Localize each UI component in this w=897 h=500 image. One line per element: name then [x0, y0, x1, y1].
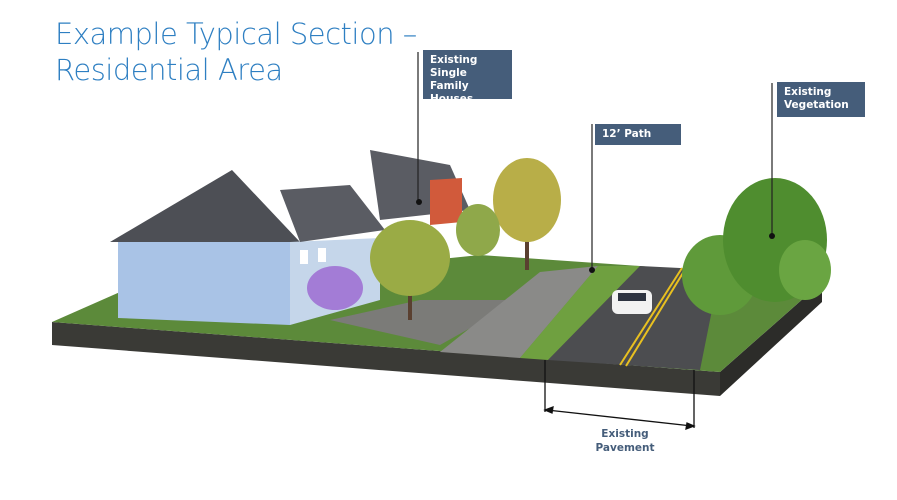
slab-front-side [52, 322, 720, 396]
title-line-1: Example Typical Section – [55, 17, 417, 51]
centerline [619, 267, 683, 366]
centerline-2 [625, 267, 687, 367]
vegetation-leader-dot [769, 233, 775, 239]
vegetation-callout: Existing Vegetation [777, 82, 865, 117]
houses-callout-line: Houses [430, 93, 474, 105]
title-line-2: Residential Area [55, 53, 283, 87]
houses-callout-line: Single Family [430, 67, 469, 92]
path-surface [440, 266, 598, 358]
road [548, 266, 720, 370]
vegetation-callout-line: Vegetation [784, 99, 849, 111]
yard-paving [330, 300, 520, 345]
trees [307, 158, 831, 320]
pavement-caption: Existing Pavement [580, 427, 670, 455]
slab-right-side [720, 282, 822, 396]
slide-title: Example Typical Section – Residential Ar… [55, 16, 417, 88]
house-blue [110, 170, 385, 325]
pavement-dimension-arrow [543, 360, 696, 431]
house-red [370, 150, 470, 225]
path-leader-dot [589, 267, 595, 273]
vegetation-callout-line: Existing [784, 86, 832, 98]
houses-callout-line: Existing [430, 54, 478, 66]
pavement-caption-line: Pavement [595, 442, 655, 454]
path-callout: 12’ Path [595, 124, 681, 145]
houses-leader-dot [416, 199, 422, 205]
grass-strip [520, 266, 640, 360]
houses-callout: Existing Single Family Houses [423, 50, 512, 105]
car [612, 290, 652, 314]
pavement-caption-line: Existing [601, 428, 649, 440]
